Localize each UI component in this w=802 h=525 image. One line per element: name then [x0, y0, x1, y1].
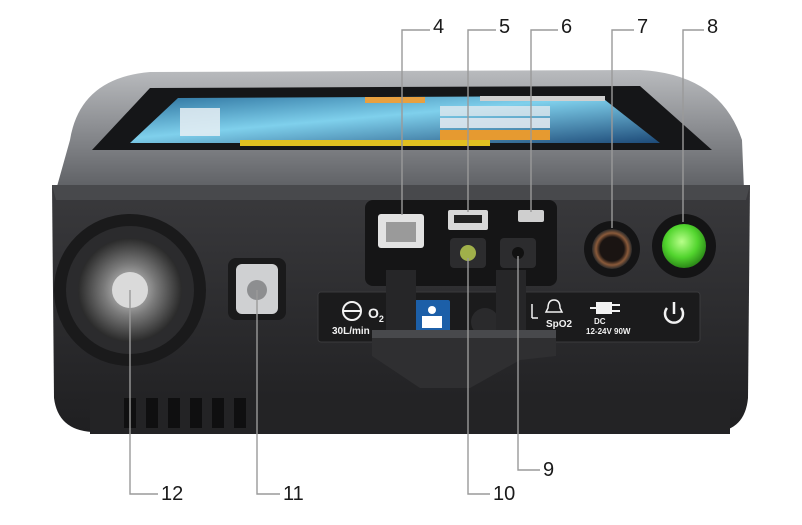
callout-4: 4	[433, 16, 445, 38]
port-cover-flap[interactable]	[372, 270, 556, 388]
callout-10: 10	[493, 483, 516, 505]
callout-7: 7	[637, 16, 649, 38]
callout-9: 9	[543, 459, 555, 481]
callout-12: 12	[161, 483, 184, 505]
callout-11: 11	[283, 483, 304, 505]
dc-label: DC	[594, 317, 606, 326]
alarm-bell-icon	[531, 299, 564, 319]
callout-8: 8	[707, 16, 719, 38]
dc-plug-icon	[590, 302, 620, 314]
oxygen-rate: 30L/min	[332, 326, 370, 337]
manual-icon	[414, 300, 450, 336]
callout-5: 5	[499, 16, 511, 38]
spo2-label: SpO2	[546, 319, 573, 330]
oxygen-inlet-icon	[342, 301, 362, 321]
callout-6: 6	[561, 16, 573, 38]
touch-screen	[130, 96, 660, 146]
heat-sink-fins	[124, 398, 246, 428]
dc-power-socket[interactable]	[584, 221, 640, 277]
power-button[interactable]	[652, 214, 716, 278]
oxygen-label: O2	[368, 305, 384, 324]
dc-rating: 12-24V 90W	[586, 327, 631, 336]
power-icon	[663, 302, 685, 324]
callout-leaders	[129, 29, 704, 495]
micro-usb-port[interactable]	[518, 210, 544, 222]
port-panel	[365, 200, 557, 286]
